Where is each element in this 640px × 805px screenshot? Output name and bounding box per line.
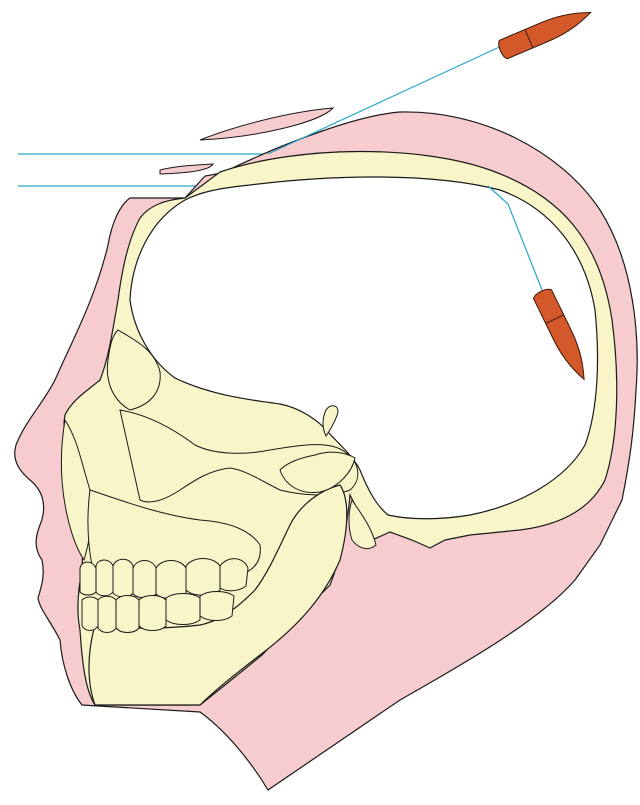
upper-tooth xyxy=(220,559,248,591)
skin-fragment-lower xyxy=(160,164,213,174)
lower-tooth xyxy=(166,594,200,625)
upper-tooth xyxy=(156,561,186,599)
lower-tooth xyxy=(98,596,116,632)
lower-tooth xyxy=(139,596,166,631)
lower-tooth xyxy=(200,592,234,621)
upper-tooth xyxy=(186,559,220,596)
lower-tooth xyxy=(116,596,139,633)
bullet-entry xyxy=(497,3,595,60)
upper-tooth xyxy=(113,559,133,597)
bullet-entry-body xyxy=(497,3,595,60)
lower-tooth xyxy=(82,597,98,631)
upper-tooth xyxy=(96,560,113,596)
upper-tooth xyxy=(133,561,156,598)
upper-tooth xyxy=(80,562,96,595)
